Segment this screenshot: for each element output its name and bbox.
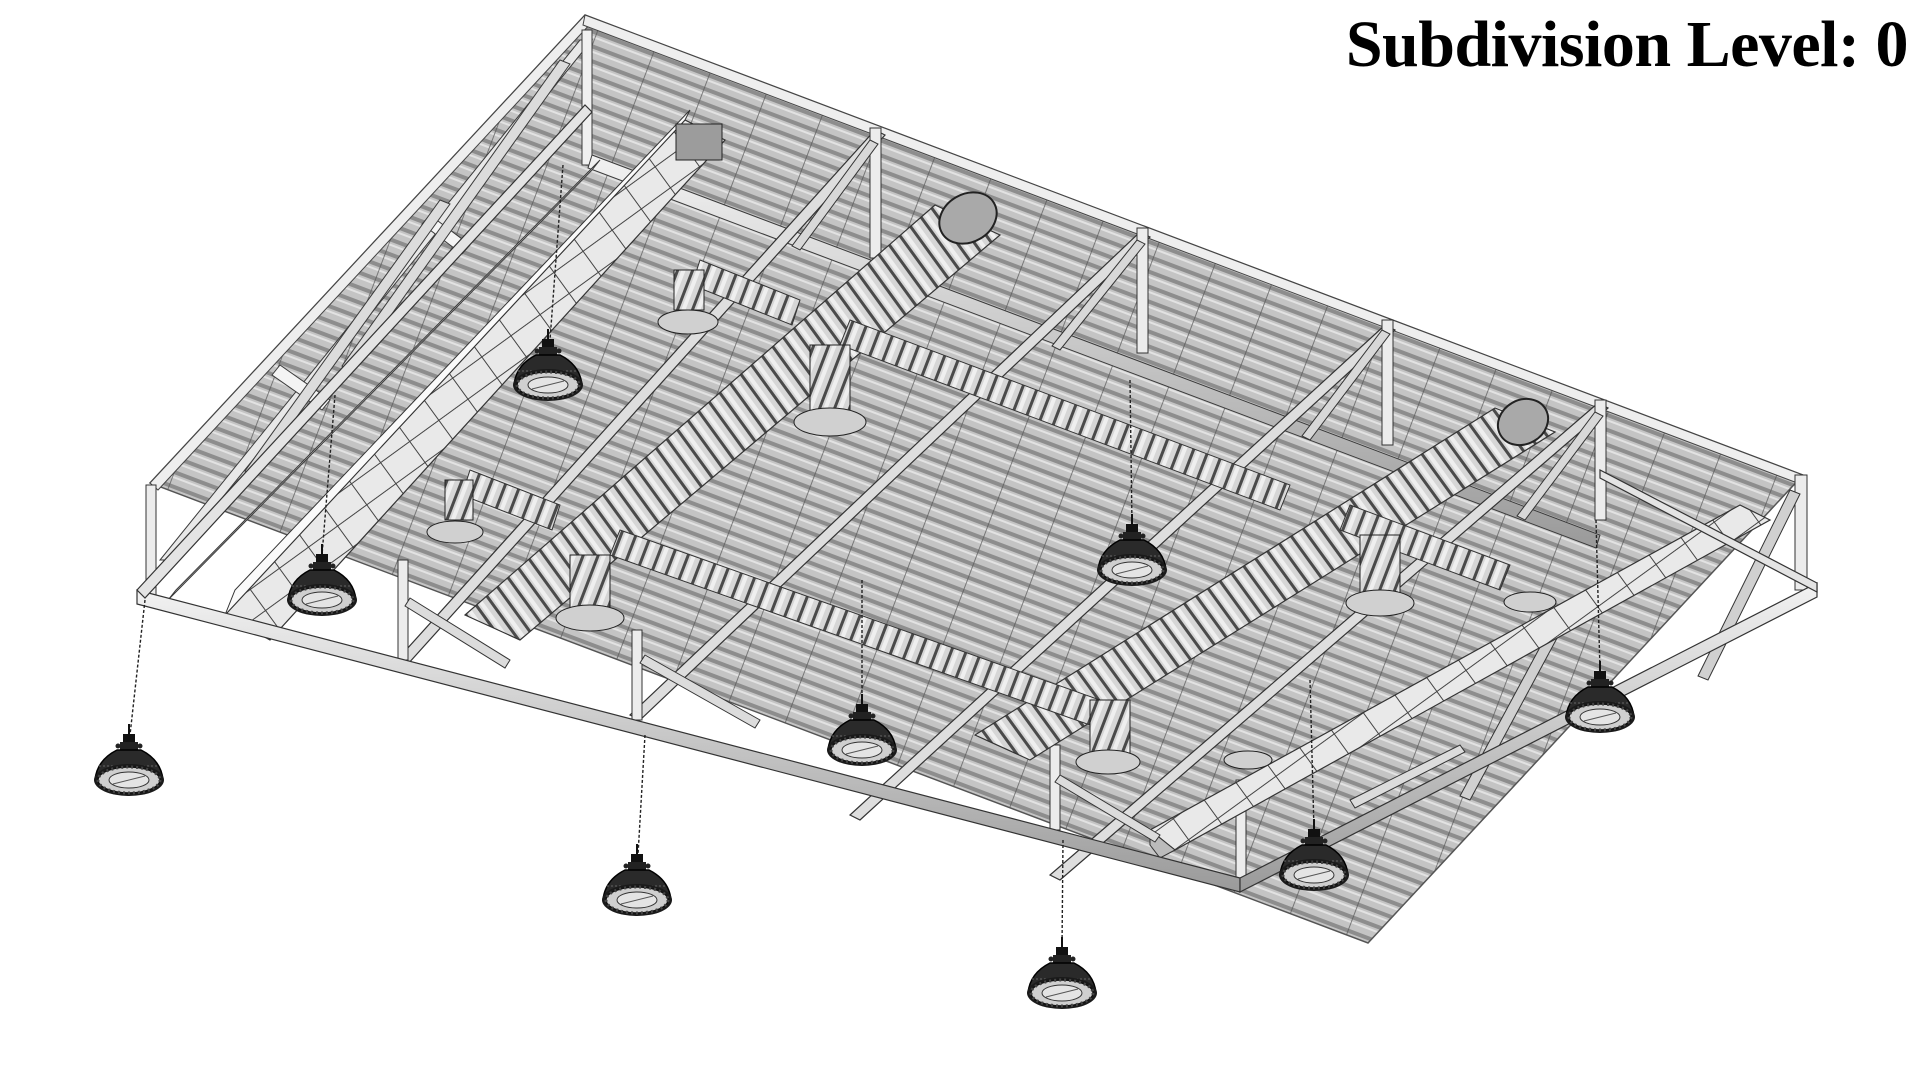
round-duct-opening-2 <box>1496 397 1550 447</box>
diffuser-5 <box>1345 534 1415 617</box>
lamp-chains <box>129 164 1601 949</box>
diffuser-7 <box>1503 591 1557 613</box>
branch-ducts <box>461 259 1511 726</box>
round-duct-opening-1 <box>938 191 998 245</box>
truss-posts <box>145 127 1808 881</box>
diffuser-2 <box>793 344 867 437</box>
subdivision-level-label: Subdivision Level: 0 <box>1345 8 1909 81</box>
diffuser-8 <box>1223 750 1273 770</box>
lower-frame <box>136 104 1818 893</box>
diffuser-6 <box>1075 699 1141 775</box>
diffuser-3 <box>426 479 484 544</box>
pendant-lamp-icon <box>600 842 674 918</box>
rect-duct-left-side <box>224 109 691 616</box>
cross-beams <box>167 154 1601 601</box>
pendant-lamp-icon <box>92 722 166 798</box>
diffusers <box>426 269 1557 775</box>
pendant-lamp-icon <box>1025 935 1099 1011</box>
diffuser-1 <box>657 269 719 335</box>
rect-duct-left-opening <box>675 123 723 161</box>
diffuser-4 <box>555 554 625 632</box>
lower-frame-braces <box>404 597 1466 843</box>
